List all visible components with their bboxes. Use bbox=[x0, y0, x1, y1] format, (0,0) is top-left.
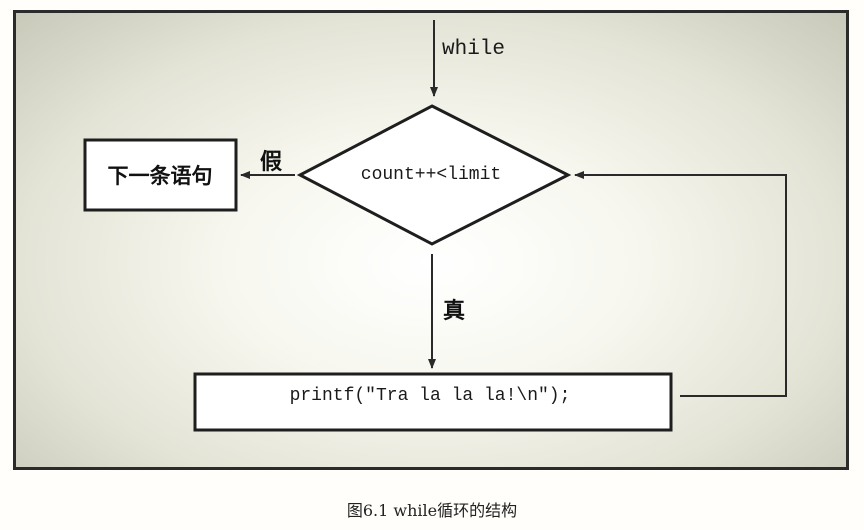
figure-caption: 图6.1 while循环的结构 bbox=[346, 501, 518, 520]
condition-diamond bbox=[296, 104, 572, 246]
loop-body-label: printf("Tra la la la!\n"); bbox=[290, 386, 571, 406]
loop-body-box bbox=[193, 372, 673, 432]
true-label: 真 bbox=[443, 298, 465, 324]
condition-label: count++<limit bbox=[361, 165, 501, 185]
next-statement-box bbox=[83, 138, 238, 212]
next-statement-label: 下一条语句 bbox=[108, 164, 213, 188]
entry-label: while bbox=[442, 38, 505, 61]
false-label: 假 bbox=[260, 150, 282, 175]
loop-back-arrow bbox=[574, 171, 787, 397]
flowchart: while count++<limit 假 下一条语句 真 printf("Tr… bbox=[83, 20, 787, 432]
